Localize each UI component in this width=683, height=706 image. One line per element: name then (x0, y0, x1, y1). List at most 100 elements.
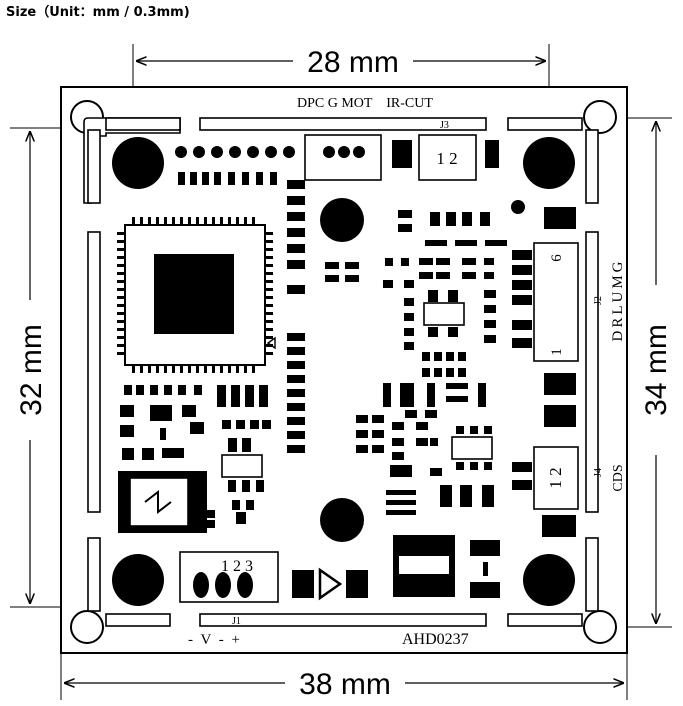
smd-pad (356, 430, 368, 438)
dim-left-label: 32 mm (15, 324, 48, 416)
smd-pad (484, 305, 496, 313)
smd-pad (244, 365, 247, 373)
smd-pad (196, 365, 199, 373)
smd-pad (172, 365, 175, 373)
smd-pad (150, 405, 172, 421)
smd-pad (287, 445, 305, 453)
j4-label: J4 (593, 468, 604, 477)
smd-pad (404, 328, 414, 336)
smd-pad (117, 248, 125, 251)
j3-pins: 1 2 (436, 149, 457, 168)
regulator (393, 535, 500, 598)
connector-j3: J3 1 2 (418, 120, 477, 181)
smd-pad (265, 264, 273, 267)
connector-j1: 1 2 3 J1 - V - + (179, 551, 279, 648)
smd-pad (117, 296, 125, 299)
smd-pad (287, 431, 305, 439)
smd-pad (345, 275, 359, 282)
smd-pad (430, 212, 440, 226)
smd-pad (484, 272, 494, 279)
smd-pad (190, 172, 197, 185)
smd-pad (356, 415, 368, 423)
mount-pads (112, 137, 575, 606)
smd-pad (446, 212, 456, 226)
smd-pad (482, 485, 494, 507)
smd-pad (194, 385, 202, 395)
smd-pad (124, 385, 132, 395)
cds-label: CDS (611, 464, 626, 491)
smd-pad (117, 352, 125, 355)
smd-pad (120, 425, 134, 437)
smd-pad (470, 426, 478, 434)
smd-pad (287, 260, 305, 269)
smd-pad (180, 365, 183, 373)
smd-pad (220, 365, 223, 373)
connector-j4: 1 2 J4 CDS (533, 446, 626, 510)
smd-pad (117, 232, 125, 235)
smd-pad (446, 383, 468, 389)
smd-pad (325, 275, 339, 282)
smd-pad (140, 365, 143, 373)
smd-pad (117, 344, 125, 347)
smd-pad (325, 262, 339, 269)
smd-pad (178, 385, 186, 395)
smd-pad (386, 490, 416, 495)
smd-pad (470, 462, 478, 470)
smd-pad (392, 438, 404, 446)
smd-pad (398, 224, 412, 232)
smd-pad (262, 420, 271, 429)
smd-pad (259, 385, 268, 407)
smd-pad (462, 212, 472, 226)
smd-pad (245, 385, 254, 407)
smd-pad (117, 336, 125, 339)
smd-pad (140, 217, 143, 225)
smd-pad (117, 320, 125, 323)
smd-pad (117, 288, 125, 291)
smd-pad (132, 365, 135, 373)
smd-pad (202, 172, 209, 185)
smd-pad (428, 327, 438, 337)
smd-pad (188, 365, 191, 373)
smd-pad (265, 344, 273, 347)
j2-side-pads (512, 207, 576, 427)
smd-pad (478, 383, 486, 407)
smd-pad (416, 422, 428, 430)
smd-pad (117, 240, 125, 243)
smd-components (120, 172, 507, 528)
smd-pad (244, 217, 247, 225)
smd-pad (428, 290, 438, 302)
j1-label: J1 (232, 616, 241, 627)
smd-pad (242, 172, 249, 185)
smd-pad (405, 410, 417, 418)
smd-pad (265, 312, 273, 315)
smd-pad (117, 312, 125, 315)
smd-pad (228, 438, 237, 452)
smd-pad (425, 240, 447, 246)
smd-pad (287, 244, 305, 253)
smd-pad (436, 258, 450, 265)
smd-pad (270, 172, 277, 185)
smd-pad (265, 304, 273, 307)
smd-pad (287, 347, 305, 355)
size-header: Size（Unit：mm / 0.3mm) (6, 1, 190, 20)
smd-pad (182, 405, 196, 417)
smd-pad (436, 272, 450, 279)
smd-pad (150, 385, 158, 395)
smd-pad (448, 327, 458, 337)
main-ic (117, 217, 276, 373)
smd-pad (386, 510, 416, 515)
smd-pad (448, 290, 458, 302)
smd-pad (485, 240, 507, 246)
smd-pad (287, 212, 305, 221)
smd-pad (484, 426, 492, 434)
smd-pad (256, 172, 263, 185)
j1-polarity: - V - + (188, 632, 242, 648)
j2-side-text: DRLUMG (610, 258, 626, 341)
smd-pad (480, 212, 490, 226)
top-connector-label: DPC G MOT IR-CUT (297, 96, 433, 111)
smd-pad (250, 420, 259, 429)
smd-pad (228, 365, 231, 373)
smd-pad (386, 500, 416, 505)
smd-pad (422, 368, 430, 377)
